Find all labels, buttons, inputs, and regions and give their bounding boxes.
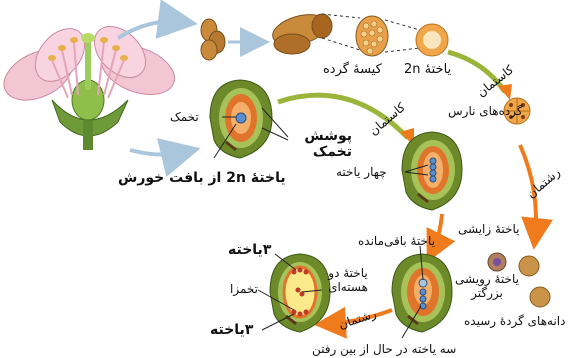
generative-cell-grain — [488, 253, 506, 271]
label-binucleate-cell: یاختهٔ دو هسته‌ای — [318, 266, 378, 294]
label-generative-cell: یاختهٔ زایشی — [458, 222, 519, 236]
blue-arrow-to-ovule — [130, 150, 185, 155]
label-three-cells-bottom: ۳یاخته — [210, 322, 253, 338]
label-cell-2n-nucellus: یاختهٔ 2n از بافت خورش — [118, 170, 286, 186]
cell-2n-pollen-mother — [416, 24, 448, 56]
anther-cross-section — [269, 9, 332, 54]
label-cell-2n-top: یاختهٔ 2n — [404, 62, 451, 77]
label-vegetative-cell: یاختهٔ رویشی بزرگتر — [452, 272, 522, 300]
mature-pollen-grain-1 — [519, 256, 539, 276]
label-immature-pollen: گرده‌های نارس — [448, 104, 523, 118]
label-integument: پوشش تخمک — [290, 128, 352, 160]
ovule-illustration-1 — [210, 80, 272, 158]
label-ovule: تخمک — [170, 110, 199, 124]
mature-pollen-grain-2 — [530, 287, 550, 307]
label-remaining-cell: یاختهٔ باقی‌مانده — [358, 234, 435, 248]
label-three-cells-top: ۳یاخته — [228, 242, 271, 258]
label-dying-cells: سه یاخته در حال از بین رفتن — [312, 342, 456, 356]
pollen-sac-section — [356, 16, 388, 56]
anther-illustration — [201, 19, 225, 60]
label-four-cells: چهار یاخته — [336, 165, 387, 179]
label-mature-pollen: دانه‌های گردهٔ رسیده — [464, 314, 565, 328]
label-pollen-sac: کیسهٔ گرده — [323, 62, 382, 77]
label-egg: تخمزا — [230, 282, 258, 296]
ovule-illustration-2 — [402, 132, 462, 210]
flower-illustration — [0, 17, 181, 150]
